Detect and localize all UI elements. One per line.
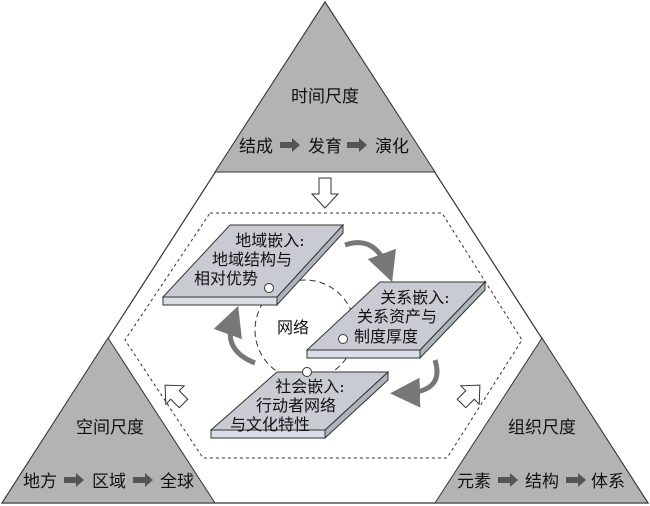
time-scale-title: 时间尺度: [291, 87, 359, 107]
up-right-arrow-icon: [164, 384, 189, 409]
arrow-icon: [280, 138, 300, 152]
plane-text: 关系资产与: [357, 307, 437, 326]
cycle-arrow-icon: [390, 359, 440, 408]
org-corner: [434, 337, 649, 504]
time-step: 演化: [375, 137, 409, 157]
space-step: 地方: [23, 472, 57, 492]
plane-text: 地域结构与: [212, 250, 292, 269]
org-scale-title: 组织尺度: [508, 418, 576, 438]
org-step: 结构: [525, 472, 559, 492]
plane-text: 与文化特性: [230, 415, 310, 434]
arrow-icon: [64, 473, 84, 487]
node-point: [302, 367, 312, 377]
cycle-arrow-icon: [344, 240, 396, 283]
plane-social: 社会嵌入: 行动者网络 与文化特性: [209, 370, 390, 440]
time-corner: [214, 1, 436, 173]
network-label: 网络: [277, 318, 309, 337]
space-step: 全球: [160, 472, 194, 492]
plane-text: 制度厚度: [354, 327, 418, 346]
plane-text: 关系嵌入:: [380, 288, 449, 307]
arrow-icon: [498, 473, 518, 487]
org-step: 元素: [457, 472, 491, 492]
plane-territorial: 地域嵌入: 地域结构与 相对优势: [161, 223, 345, 307]
space-step: 区域: [92, 472, 126, 492]
arrow-icon: [133, 473, 153, 487]
arrow-icon: [347, 138, 367, 152]
plane-text: 地域嵌入:: [235, 231, 304, 250]
plane-relational: 关系嵌入: 关系资产与 制度厚度: [305, 280, 487, 360]
plane-text: 行动者网络: [256, 396, 336, 415]
node-point: [338, 334, 348, 344]
up-left-arrow-icon: [456, 384, 481, 409]
time-step: 发育: [308, 137, 342, 157]
dashed-hexagon: [124, 212, 523, 459]
time-step: 结成: [239, 137, 273, 157]
space-corner: [1, 337, 216, 504]
cycle-arrow-icon: [213, 305, 256, 366]
plane-text: 社会嵌入:: [275, 377, 344, 396]
space-scale-title: 空间尺度: [76, 418, 144, 438]
org-step: 体系: [591, 472, 625, 492]
node-point: [264, 283, 274, 293]
arrow-icon: [566, 473, 586, 487]
down-arrow-icon: [310, 177, 340, 209]
plane-text: 相对优势: [194, 269, 258, 288]
